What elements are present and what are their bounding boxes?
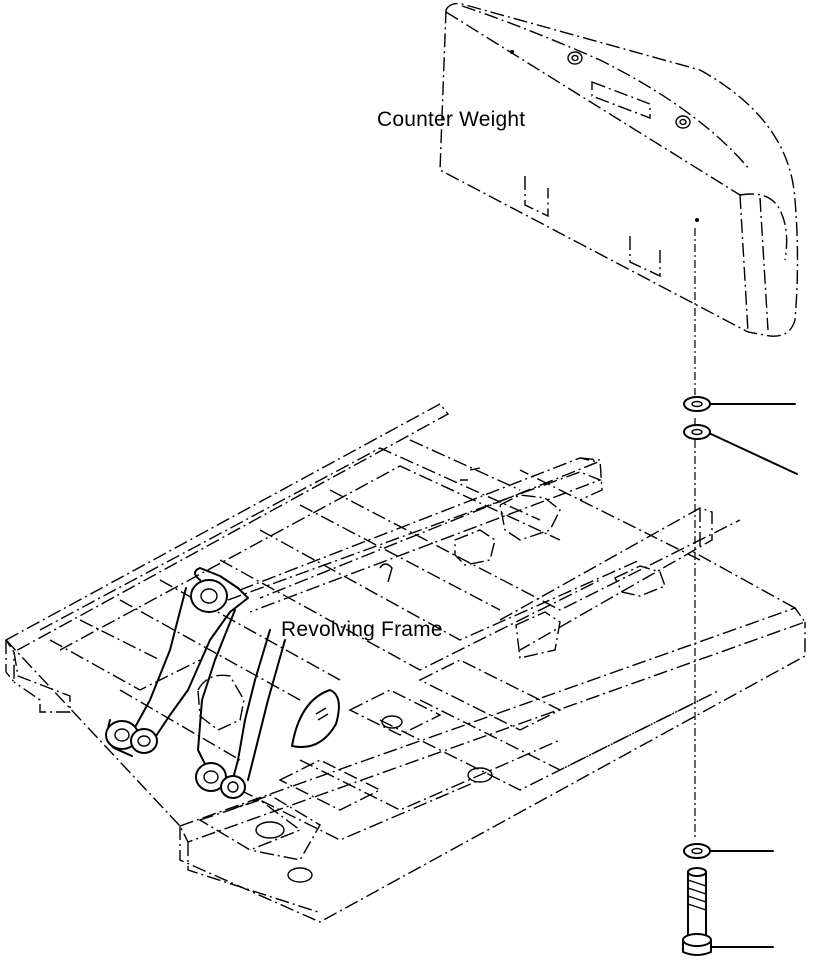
revolving-frame-label: Revolving Frame bbox=[281, 618, 443, 641]
washer-upper-1 bbox=[683, 396, 711, 412]
bolt bbox=[682, 867, 712, 956]
revolving-frame bbox=[4, 403, 807, 923]
boom-pin-boss-left bbox=[105, 720, 158, 754]
boom-pin-boss-lower bbox=[195, 762, 246, 799]
counter-weight-label: Counter Weight bbox=[377, 108, 526, 131]
boom-pin-boss-upper bbox=[190, 579, 228, 613]
washer-upper-2 bbox=[683, 424, 711, 440]
leader-lines bbox=[710, 403, 798, 948]
counter-weight bbox=[439, 2, 799, 337]
washer-lower bbox=[683, 843, 711, 859]
